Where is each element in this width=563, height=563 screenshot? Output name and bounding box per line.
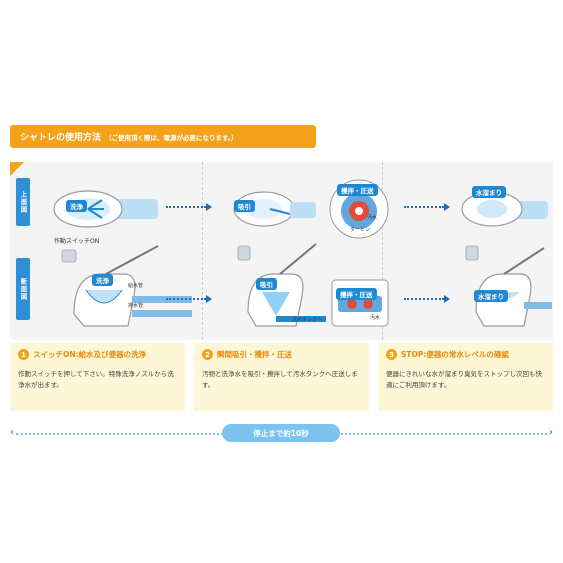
callout-stir-top: 攪拌・圧送 — [337, 184, 378, 196]
flow-arrow-side-2 — [404, 295, 450, 303]
toilet-section-view-3 — [465, 245, 552, 327]
label-sewage-top: 汚水 — [367, 215, 378, 221]
step-card-1: 1 スイッチON:給水及び便器の洗浄 作動スイッチを押して下さい。特殊洗浄ノズル… — [10, 343, 185, 411]
section-title: シャトレの使用方法 — [20, 133, 102, 143]
row-label-top-view: 上面図 — [16, 178, 30, 226]
callout-water-side: 水溜まり — [474, 290, 508, 302]
corner-marker — [10, 162, 24, 176]
step-heading-1: スイッチON:給水及び便器の洗浄 — [33, 350, 147, 359]
callout-stir-side: 攪拌・圧送 — [336, 288, 377, 300]
step-title-1: 1 スイッチON:給水及び便器の洗浄 — [18, 349, 177, 360]
callout-water-top: 水溜まり — [472, 186, 506, 198]
section-header: シャトレの使用方法 （ご使用頂く際は、電源が必要になります。） — [10, 125, 316, 148]
row-label-section-view: 断面図 — [16, 258, 30, 320]
step-title-3: 3 STOP:便器の常水レベルの確認 — [386, 349, 545, 360]
step-number-2: 2 — [202, 349, 213, 360]
callout-wash-side: 洗浄 — [92, 274, 113, 286]
timeline-duration-label: 停止まで約10秒 — [222, 424, 340, 442]
timeline: ‹ › 停止まで約10秒 — [10, 423, 553, 443]
toilet-section-view-1 — [61, 245, 192, 327]
step-number-1: 1 — [18, 349, 29, 360]
step-desc-2: 汚物と洗浄水を吸引・攪拌して汚水タンクへ圧送します。 — [202, 370, 358, 390]
label-drain-pipe: 排水管 — [128, 303, 144, 309]
usage-diagram: 上面図 断面図 洗浄 吸引 攪拌・圧送 汚水 タービン 水溜まり 作動スイッチO… — [10, 162, 553, 340]
chevron-right-icon: › — [548, 427, 553, 438]
callout-suction-top: 吸引 — [234, 200, 255, 212]
step-desc-1: 作動スイッチを押して下さい。特殊洗浄ノズルから洗浄水が出ます。 — [18, 370, 174, 390]
step-card-2: 2 瞬間吸引・攪拌・圧送 汚物と洗浄水を吸引・攪拌して汚水タンクへ圧送します。 — [194, 343, 369, 411]
toilet-top-view-3 — [461, 191, 548, 227]
section-note: （ご使用頂く際は、電源が必要になります。） — [105, 133, 238, 142]
turbine-closeup-side — [331, 279, 389, 327]
callout-wash-top: 洗浄 — [66, 200, 87, 212]
label-turbine: タービン — [350, 227, 371, 233]
flow-arrow-top-2 — [404, 203, 450, 211]
step-heading-2: 瞬間吸引・攪拌・圧送 — [217, 350, 292, 359]
step-title-2: 2 瞬間吸引・攪拌・圧送 — [202, 349, 361, 360]
label-switch: 作動スイッチON — [54, 238, 100, 245]
step-desc-3: 便器にきれいな水が溜まり臭気をストップし次回も快適にご利用頂けます。 — [386, 370, 542, 390]
label-sewage-side: 汚水 — [370, 315, 381, 321]
step-number-3: 3 — [386, 349, 397, 360]
callout-suction-side: 吸引 — [256, 278, 277, 290]
step-heading-3: STOP:便器の常水レベルの確認 — [401, 350, 509, 359]
label-tank: 汚水タンクへ — [292, 317, 323, 323]
step-list: 1 スイッチON:給水及び便器の洗浄 作動スイッチを押して下さい。特殊洗浄ノズル… — [10, 343, 553, 411]
flow-arrow-side-1 — [166, 295, 212, 303]
chevron-left-icon: ‹ — [10, 427, 15, 438]
label-feed-pipe: 給水管 — [128, 283, 144, 289]
step-card-3: 3 STOP:便器の常水レベルの確認 便器にきれいな水が溜まり臭気をストップし次… — [378, 343, 553, 411]
flow-arrow-top-1 — [166, 203, 212, 211]
